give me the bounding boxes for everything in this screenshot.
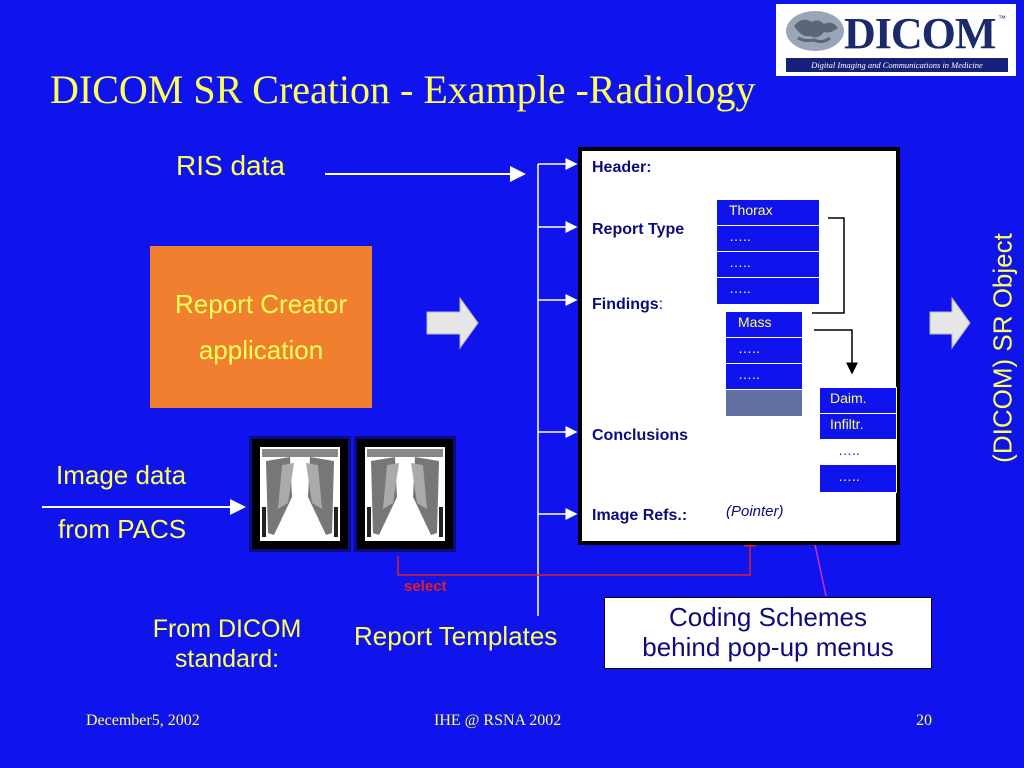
report-creator-line2: application <box>198 335 324 365</box>
sr-findings-label: Findings: <box>592 296 663 314</box>
report-type-bracket <box>812 217 845 314</box>
logo-wordmark: DICOM <box>844 9 996 58</box>
coding-line1: Coding Schemes <box>669 602 867 632</box>
logo-trademark: ™ <box>998 14 1006 23</box>
menu-item[interactable]: ….. <box>838 468 860 484</box>
sr-header-text: Header <box>592 159 647 176</box>
sr-header-colon: : <box>646 159 652 176</box>
from-dicom-line1: From DICOM <box>152 615 302 643</box>
menu-item[interactable]: Daim. <box>820 388 896 414</box>
sr-report-type-label: Report Type <box>592 221 685 238</box>
image-data-label: Image data <box>56 460 187 490</box>
menu-item[interactable]: ….. <box>717 226 819 252</box>
chest-xray-icon <box>367 449 443 537</box>
xray-image-1 <box>249 436 351 552</box>
menu-item[interactable]: Mass <box>726 312 802 338</box>
menu-item[interactable]: ….. <box>726 338 802 364</box>
xray-image-2 <box>354 436 456 552</box>
footer-date: December5, 2002 <box>86 712 200 729</box>
findings-to-conclusions-arrow <box>814 329 858 375</box>
select-label: select <box>404 578 447 595</box>
xray-film-1 <box>260 447 340 541</box>
sr-pointer-label: (Pointer) <box>726 503 784 520</box>
sr-menu-connectors <box>812 217 858 375</box>
sr-findings-colon: : <box>658 296 664 313</box>
sr-image-refs-label: Image Refs.: <box>592 507 688 524</box>
footer-page-number: 20 <box>916 712 932 729</box>
conclusions-menu[interactable]: Daim. Infiltr. ….. ….. <box>819 387 897 493</box>
select-path <box>397 534 756 576</box>
block-arrow-right <box>929 296 971 350</box>
sr-object-text: (DICOM) SR Object <box>987 233 1018 463</box>
report-creator-line1: Report Creator <box>175 289 347 319</box>
findings-menu[interactable]: Mass ….. ….. <box>725 311 803 417</box>
coding-line2: behind pop-up menus <box>642 632 894 662</box>
report-creator-box: Report Creator application <box>150 246 372 408</box>
block-arrow-left <box>426 296 479 350</box>
chest-xray-icon <box>262 449 338 537</box>
footer-event: IHE @ RSNA 2002 <box>434 712 562 729</box>
menu-item[interactable] <box>726 390 802 416</box>
sr-conclusions-label: Conclusions <box>592 427 689 444</box>
menu-item[interactable]: ….. <box>717 252 819 278</box>
ris-data-label: RIS data <box>176 150 285 181</box>
menu-item[interactable]: Thorax <box>717 200 819 226</box>
logo-tagline: Digital Imaging and Communications in Me… <box>786 58 1008 72</box>
sr-findings-text: Findings <box>592 296 659 313</box>
page-title: DICOM SR Creation - Example -Radiology <box>50 67 756 112</box>
menu-item[interactable]: ….. <box>726 364 802 390</box>
dicom-logo: DICOM ™ Digital Imaging and Communicatio… <box>776 4 1016 76</box>
globe-icon <box>786 11 844 51</box>
from-dicom-label: From DICOM standard: <box>134 614 320 674</box>
sr-header-label: Header: <box>592 159 652 177</box>
menu-item[interactable]: ….. <box>729 280 751 296</box>
from-pacs-label: from PACS <box>58 514 187 544</box>
report-templates-label: Report Templates <box>354 621 558 651</box>
from-dicom-line2: standard: <box>174 645 280 673</box>
xray-film-2 <box>365 447 445 541</box>
menu-item[interactable]: Infiltr. <box>820 414 896 440</box>
sr-object-label: (DICOM) SR Object <box>977 205 1024 491</box>
coding-schemes-box: Coding Schemes behind pop-up menus <box>604 597 932 669</box>
menu-item[interactable]: ….. <box>820 440 896 466</box>
report-type-menu[interactable]: Thorax ….. ….. ….. <box>716 199 820 305</box>
